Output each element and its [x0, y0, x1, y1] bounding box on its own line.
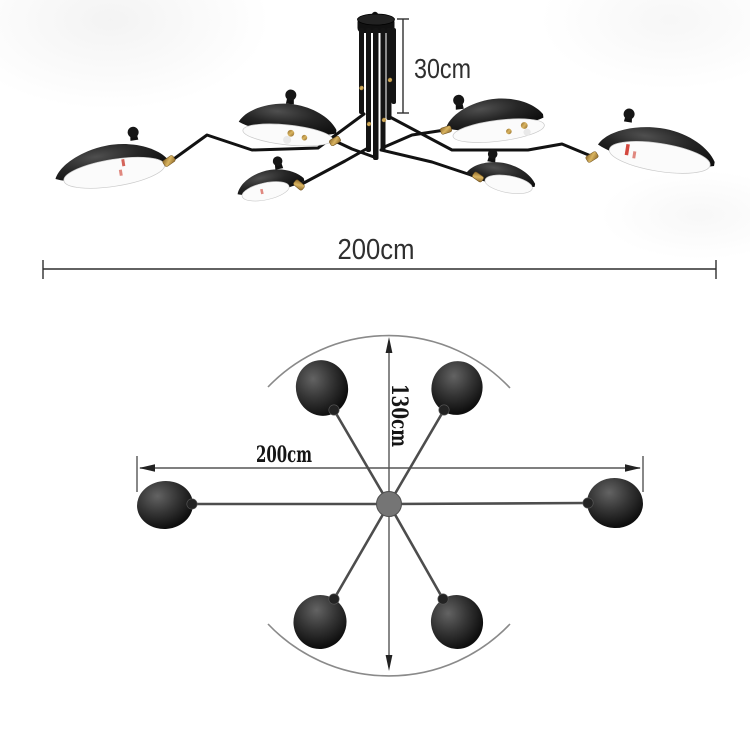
lamp-shade-bottom-left: [237, 156, 305, 202]
lamp-head-nub: [186, 498, 198, 510]
lamp-head-nub: [328, 404, 340, 416]
lamp-shade-bottom-right: [465, 149, 536, 194]
bulb: [523, 128, 531, 136]
rod: [391, 28, 396, 104]
lamp-head-nub: [582, 497, 594, 509]
arm: [333, 139, 376, 159]
brass-joints: [162, 125, 599, 191]
shade-interior: [484, 174, 533, 194]
lamp-head-bottom-right: [430, 595, 484, 649]
shade-knob-cap: [127, 126, 139, 138]
front-view-figure: 30cm 200cm: [42, 11, 717, 279]
arm: [386, 114, 593, 158]
shade-interior: [241, 181, 290, 202]
bulb: [283, 135, 292, 144]
brass-joint: [329, 135, 341, 147]
lamp-head-nub: [438, 404, 450, 416]
plan-width-dimension: 200cm: [136, 442, 644, 492]
bulb-filament: [118, 169, 123, 176]
center-hub: [376, 491, 402, 517]
brass-joint: [293, 179, 305, 191]
drop-dimension-label: 30cm: [414, 53, 471, 84]
width-dimension: 200cm: [42, 234, 717, 279]
arm: [169, 112, 366, 163]
brass-joint: [440, 125, 452, 135]
lamp-head-nub: [437, 593, 449, 605]
shade-knob-cap: [453, 94, 465, 106]
width-dimension-label: 200cm: [338, 234, 415, 266]
rod: [366, 28, 371, 152]
rod-collar: [359, 85, 364, 91]
plan-arm: [332, 408, 391, 506]
lamp-shade-far-left: [55, 126, 169, 189]
bulb-filament: [632, 151, 637, 159]
rod: [380, 28, 386, 151]
rod: [359, 28, 364, 114]
plan-width-label: 200cm: [256, 442, 312, 468]
rod-collar: [366, 121, 372, 127]
plan-arm: [387, 502, 445, 601]
rotation-arc-bottom: [267, 623, 511, 677]
plan-arms: [192, 408, 588, 601]
arm: [379, 148, 479, 179]
rod: [386, 28, 392, 120]
bulb-socket: [506, 128, 512, 135]
arm: [380, 128, 447, 150]
plan-arm: [332, 502, 391, 601]
plan-width-arrow-right: [625, 464, 641, 472]
drop-dimension: 30cm: [397, 18, 471, 114]
lamp-shade-right-middle: [445, 94, 545, 143]
shade-knob-cap: [285, 89, 297, 101]
lamp-head-left: [137, 480, 193, 530]
lamp-head-top-right: [431, 361, 483, 415]
brass-joint: [472, 171, 484, 183]
shade-knob-cap: [487, 149, 498, 159]
bulb-socket: [287, 129, 295, 137]
bulb-socket: [520, 122, 528, 129]
bulb-filament: [260, 188, 264, 195]
lamp-head-nub: [328, 593, 340, 605]
canopy-top: [357, 13, 395, 26]
bulb-filament: [624, 143, 630, 156]
brass-joint: [162, 155, 176, 167]
plan-lamp-heads: [137, 360, 643, 649]
lamp-shade-far-right: [597, 108, 715, 174]
brass-joint: [585, 151, 599, 163]
hanging-rods: [359, 28, 396, 160]
lamp-shade-upper-middle: [238, 89, 337, 147]
lamp-head-top-left: [295, 360, 349, 416]
top-view-diagram: 200cm 130cm: [136, 334, 644, 677]
plan-height-arrow-top: [385, 337, 393, 353]
shade-knob-cap: [272, 156, 283, 166]
plan-arm: [387, 501, 588, 506]
shade-knob-cap: [623, 108, 635, 120]
rod-collar: [381, 117, 387, 123]
plan-arm: [387, 408, 446, 506]
arms: [169, 112, 593, 187]
rod-collar: [387, 77, 393, 83]
plan-height-dimension: 130cm: [385, 337, 412, 671]
shade-interior: [608, 141, 711, 174]
rod: [373, 28, 379, 160]
bulb-filament: [121, 159, 126, 167]
plan-height-arrow-bottom: [385, 655, 393, 671]
bulb-socket: [301, 134, 308, 141]
plan-height-label: 130cm: [386, 384, 412, 447]
plan-width-arrow-left: [139, 464, 155, 472]
lamp-head-right: [587, 477, 643, 529]
lamp-head-bottom-left: [293, 595, 347, 649]
arm: [298, 146, 370, 187]
rotation-arc-top: [267, 334, 511, 389]
